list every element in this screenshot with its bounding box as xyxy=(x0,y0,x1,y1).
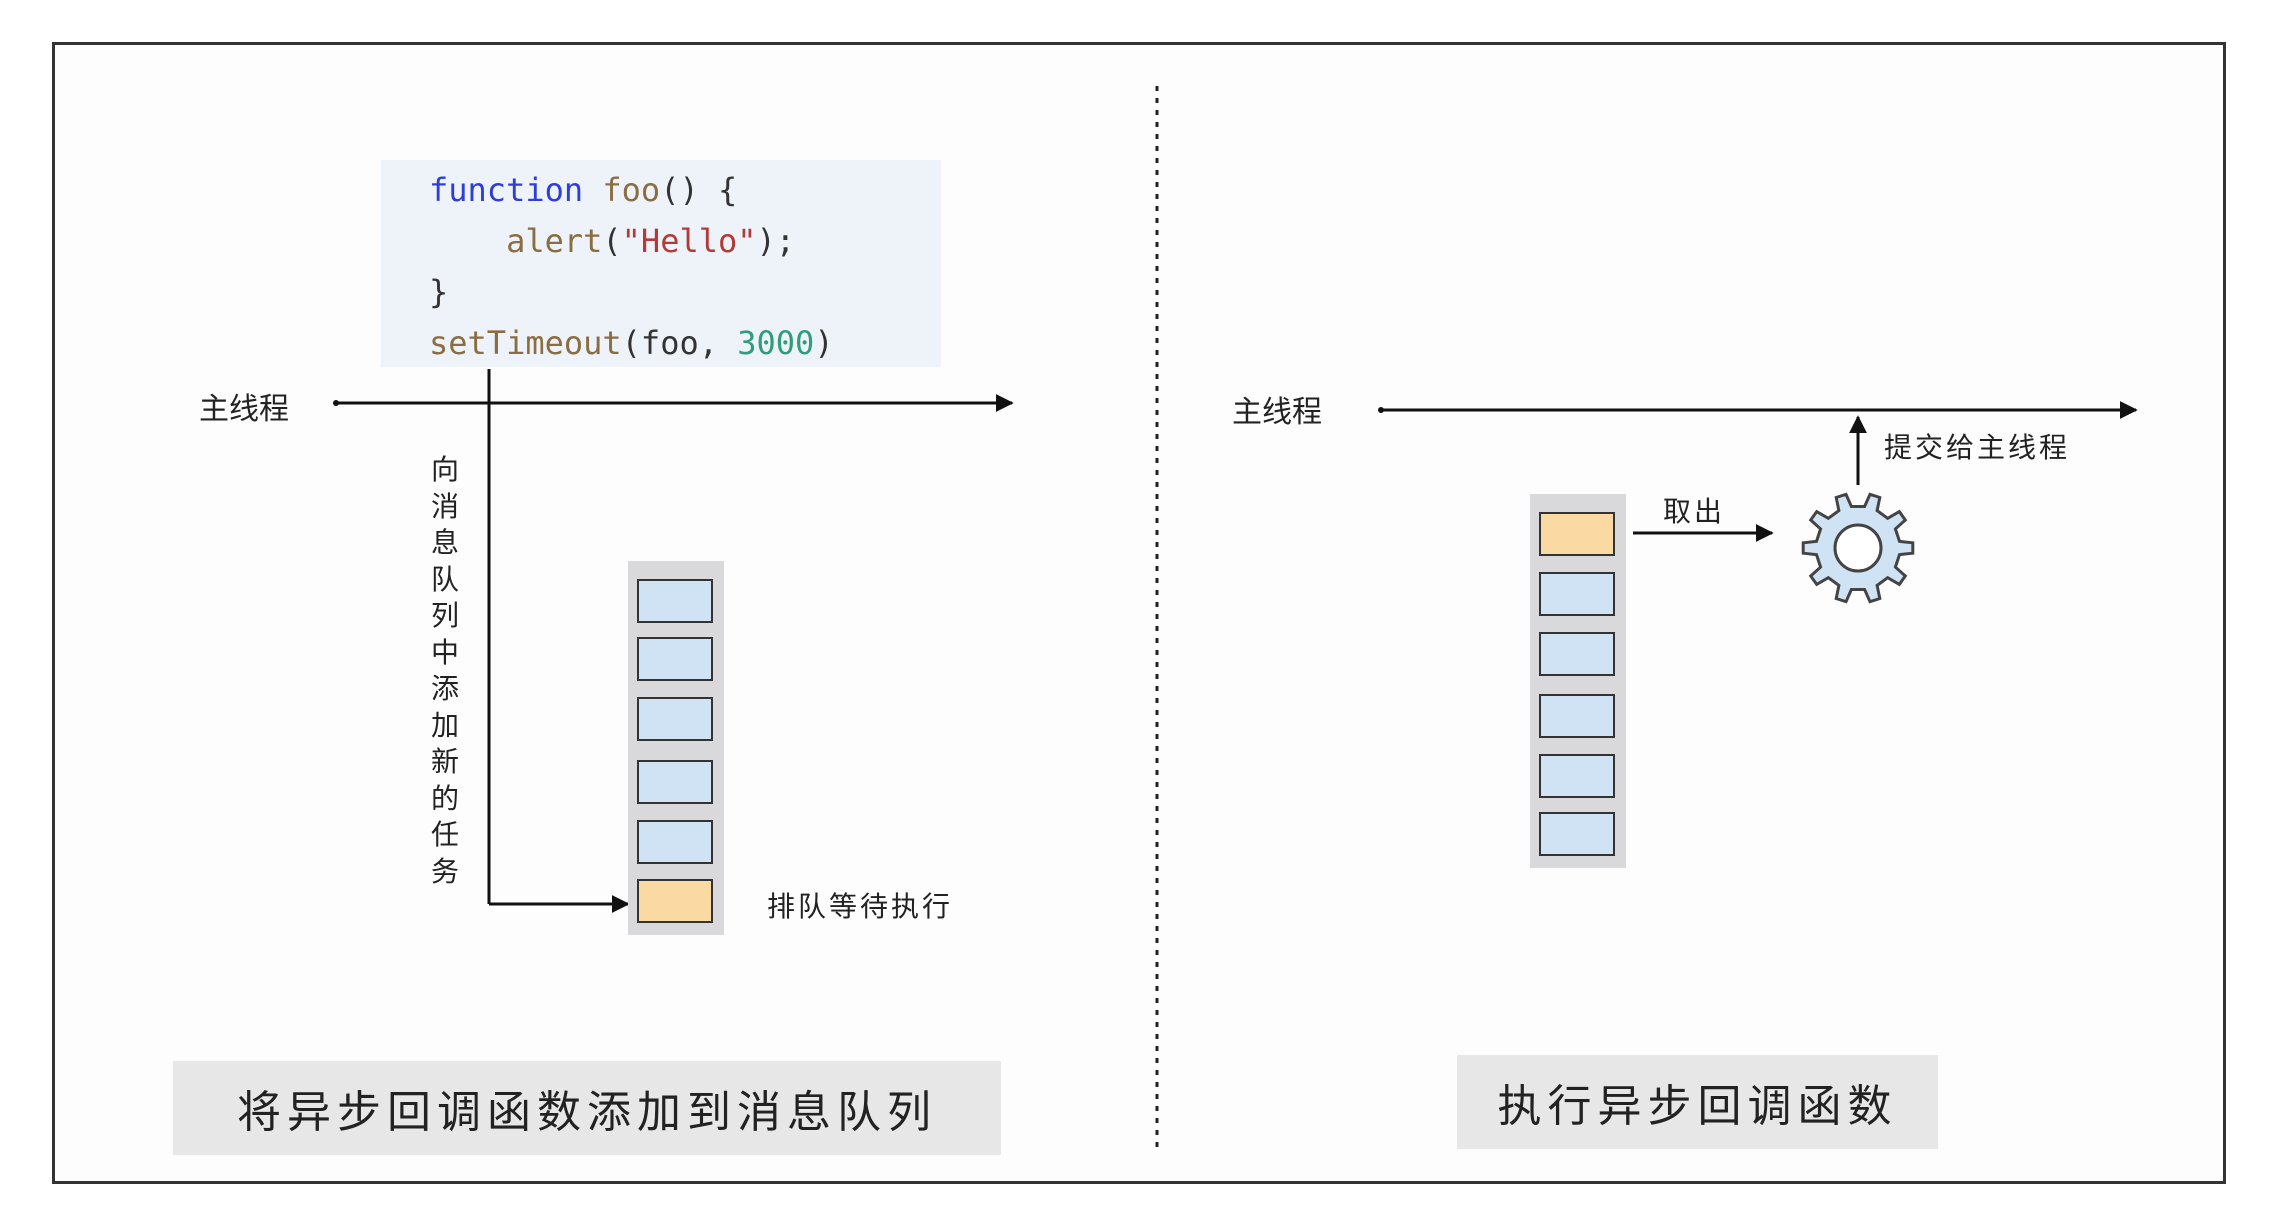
gear-icon xyxy=(1801,492,1915,604)
code-settimeout-call: setTimeout xyxy=(429,324,622,362)
queue-task-cell xyxy=(637,637,713,681)
code-block: function foo() { alert("Hello"); } setTi… xyxy=(381,160,941,367)
code-function-name: foo xyxy=(602,171,661,209)
queue-task-cell xyxy=(1539,572,1615,616)
submit-to-main-thread-label: 提交给主线程 xyxy=(1884,431,2071,464)
queue-task-cell xyxy=(1539,812,1615,856)
queue-task-cell xyxy=(637,760,713,804)
left-caption: 将异步回调函数添加到消息队列 xyxy=(173,1061,1001,1155)
queue-task-cell xyxy=(637,820,713,864)
code-keyword-function: function xyxy=(429,171,584,209)
queue-task-cell xyxy=(1539,694,1615,738)
take-out-label: 取出 xyxy=(1663,495,1726,528)
code-closing-brace: } xyxy=(429,273,449,311)
queue-task-cell xyxy=(1539,754,1615,798)
queue-task-cell xyxy=(1539,512,1615,556)
enqueue-vertical-label: 向消息队列中添加新的任务 xyxy=(430,453,459,888)
code-settimeout-args: (foo, xyxy=(621,324,738,362)
left-main-thread-start-dot xyxy=(333,400,339,406)
right-main-thread-label: 主线程 xyxy=(1232,395,1322,430)
code-paren-close: ); xyxy=(756,222,796,260)
left-message-queue xyxy=(628,561,724,935)
queue-waiting-label: 排队等待执行 xyxy=(767,890,954,923)
code-line1-rest: () { xyxy=(660,171,738,209)
queue-new-task-cell xyxy=(637,879,713,923)
queue-task-cell xyxy=(1539,632,1615,676)
right-caption: 执行异步回调函数 xyxy=(1457,1055,1938,1149)
code-alert-call: alert xyxy=(506,222,603,260)
code-paren-open: ( xyxy=(602,222,622,260)
code-number-3000: 3000 xyxy=(737,324,815,362)
queue-task-cell xyxy=(637,697,713,741)
queue-task-cell xyxy=(637,579,713,623)
right-message-queue xyxy=(1530,494,1626,868)
right-main-thread-start-dot xyxy=(1378,407,1384,413)
code-string-hello: "Hello" xyxy=(621,222,757,260)
code-settimeout-end: ) xyxy=(814,324,834,362)
left-main-thread-label: 主线程 xyxy=(199,392,289,427)
